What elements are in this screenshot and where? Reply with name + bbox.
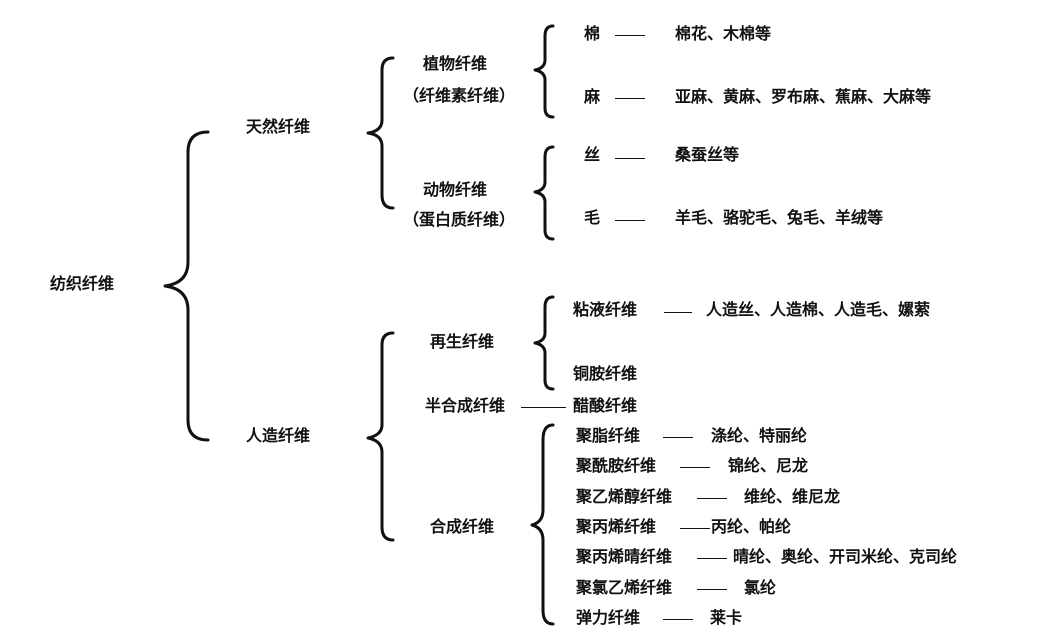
plant-fiber-label: 植物纤维 [423,54,488,73]
synthetic-item-name: 弹力纤维 [576,608,641,627]
connector-dash [615,220,645,221]
natural-brace [366,56,395,210]
synthetic-item-examples: 莱卡 [710,608,743,627]
connector-dash [697,558,727,559]
synthetic-item-name: 聚脂纤维 [576,426,641,445]
semi-synthetic-item: 醋酸纤维 [573,396,638,415]
plant-item-examples: 亚麻、黄麻、罗布麻、蕉麻、大麻等 [675,87,932,106]
connector-dash [615,98,645,99]
semi-synthetic-fiber-label: 半合成纤维 [425,396,506,415]
connector-dash [697,589,727,590]
synthetic-item-name: 聚氯乙烯纤维 [576,578,673,597]
regenerated-item-examples: 人造丝、人造棉、人造毛、嫘萦 [706,300,931,319]
connector-dash [664,312,692,313]
synthetic-item-name: 聚丙烯晴纤维 [576,547,673,566]
animal-item-name: 毛 [584,208,601,227]
root-brace [163,130,210,442]
connector-dash [615,158,645,159]
synthetic-brace [530,423,555,626]
synthetic-item-name: 聚酰胺纤维 [576,456,657,475]
connector-dash [615,35,645,36]
animal-fiber-label: 动物纤维 [423,180,488,199]
root-label: 纺织纤维 [50,274,115,293]
natural-fiber-label: 天然纤维 [246,117,311,136]
regenerated-item-name: 铜胺纤维 [573,364,638,383]
connector-dash [680,528,710,529]
animal-brace [533,145,555,241]
plant-item-name: 棉 [584,24,601,43]
connector-dash [663,437,693,438]
synthetic-item-examples: 氯纶 [744,578,777,597]
plant-item-examples: 棉花、木棉等 [675,24,772,43]
connector-dash [680,467,710,468]
synthetic-item-name: 聚乙烯醇纤维 [576,487,673,506]
regenerated-fiber-label: 再生纤维 [430,332,495,351]
regenerated-item-name: 粘液纤维 [573,300,638,319]
animal-item-name: 丝 [584,145,601,164]
synthetic-item-examples: 晴纶、奥纶、开司米纶、克司纶 [733,547,958,566]
manmade-brace [366,331,395,542]
plant-fiber-sublabel: （纤维素纤维） [403,86,516,105]
animal-fiber-sublabel: （蛋白质纤维） [403,210,516,229]
synthetic-item-examples: 维纶、维尼龙 [744,487,841,506]
synthetic-fiber-label: 合成纤维 [430,517,495,536]
synthetic-item-examples: 涤纶、特丽纶 [711,426,808,445]
animal-item-examples: 桑蚕丝等 [675,145,740,164]
plant-item-name: 麻 [584,87,601,106]
connector-dash [663,619,693,620]
synthetic-item-name: 聚丙烯纤维 [576,517,657,536]
synthetic-item-examples: 丙纶、帕纶 [711,517,792,536]
animal-item-examples: 羊毛、骆驼毛、兔毛、羊绒等 [675,208,884,227]
synthetic-item-examples: 锦纶、尼龙 [728,456,809,475]
plant-brace [533,24,555,119]
manmade-fiber-label: 人造纤维 [246,426,311,445]
regenerated-brace [533,295,555,391]
connector-dash [697,498,727,499]
connector-dash [521,407,566,408]
